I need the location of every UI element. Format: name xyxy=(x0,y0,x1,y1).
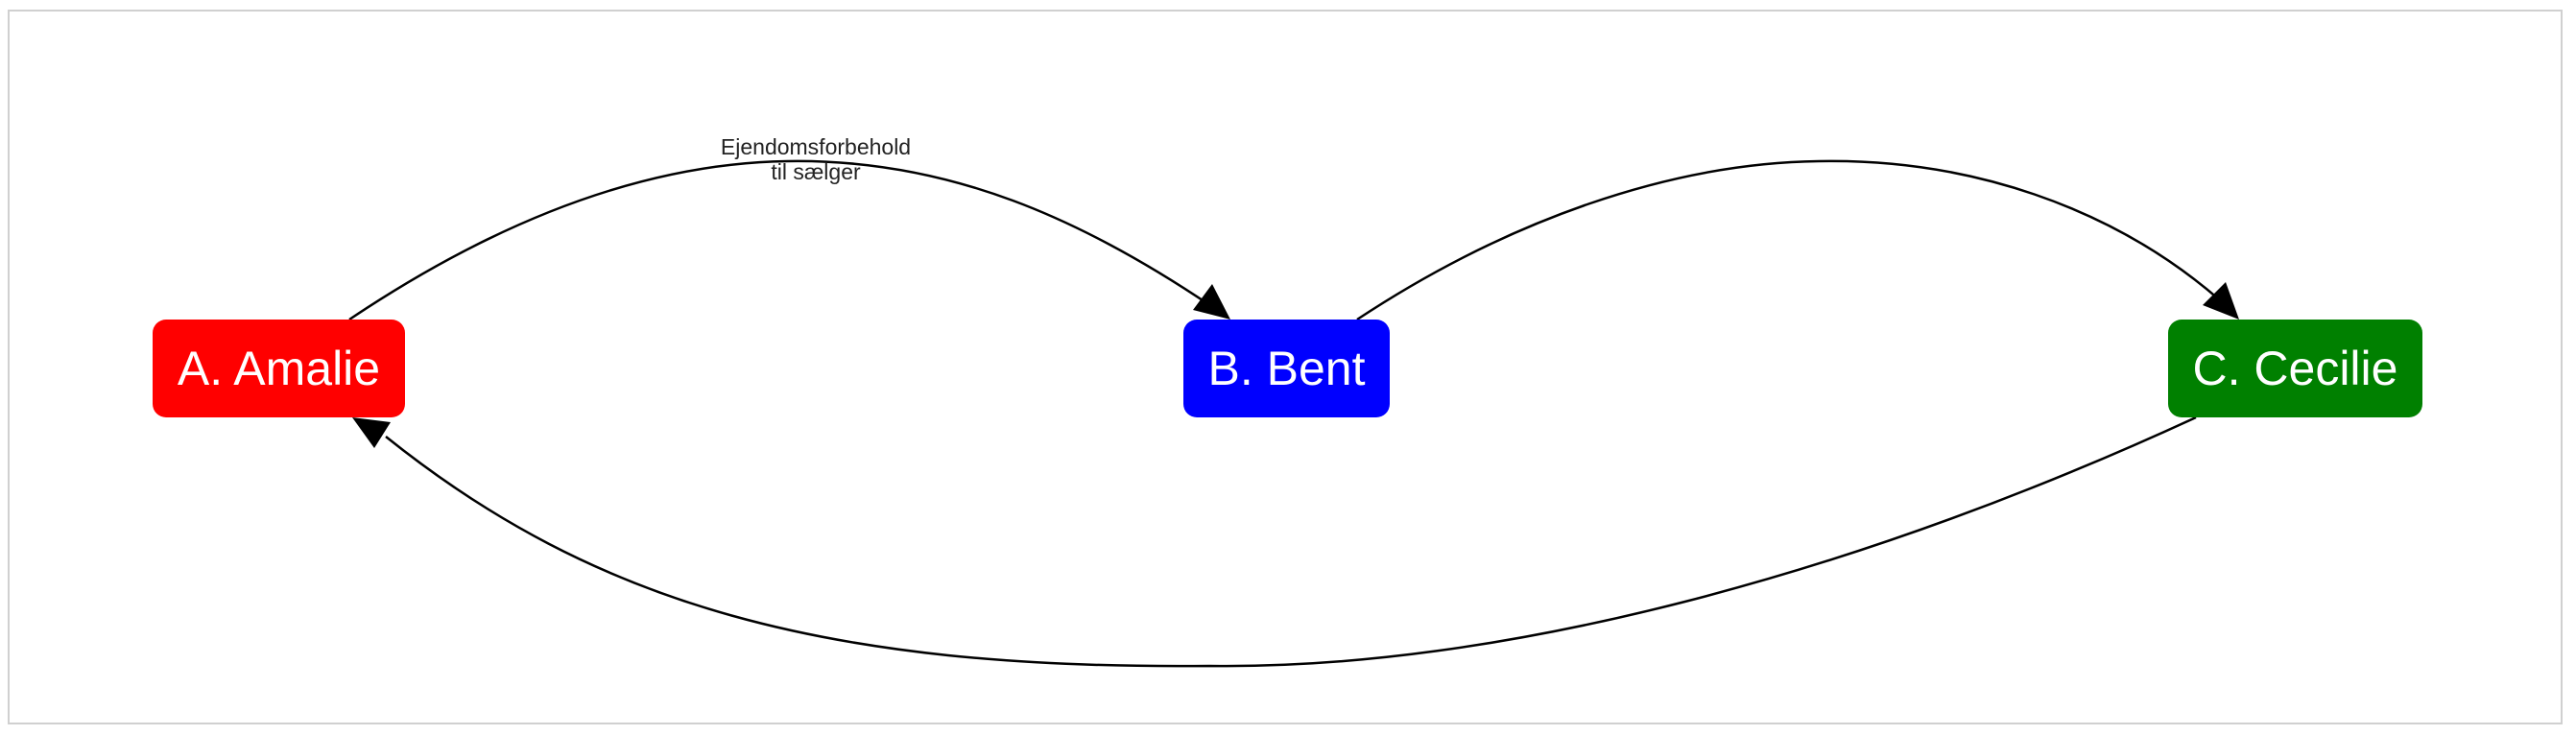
edge-b-to-c[interactable] xyxy=(1356,159,2220,321)
arrowhead-c-to-a xyxy=(352,417,391,448)
arrowhead-a-to-b xyxy=(1193,284,1230,320)
edge-a-to-b[interactable] xyxy=(348,159,1212,321)
edge-label-line-2: til sælger xyxy=(771,159,861,184)
node-b-bent[interactable]: B. Bent xyxy=(1183,320,1390,417)
node-a-amalie[interactable]: A. Amalie xyxy=(153,320,405,417)
edge-c-to-a[interactable] xyxy=(385,415,2197,668)
edge-label-a-to-b: Ejendomsforbehold til sælger xyxy=(672,134,960,184)
arrowhead-b-to-c xyxy=(2203,282,2239,320)
edge-label-line-1: Ejendomsforbehold xyxy=(720,134,912,159)
node-c-cecilie[interactable]: C. Cecilie xyxy=(2168,320,2422,417)
